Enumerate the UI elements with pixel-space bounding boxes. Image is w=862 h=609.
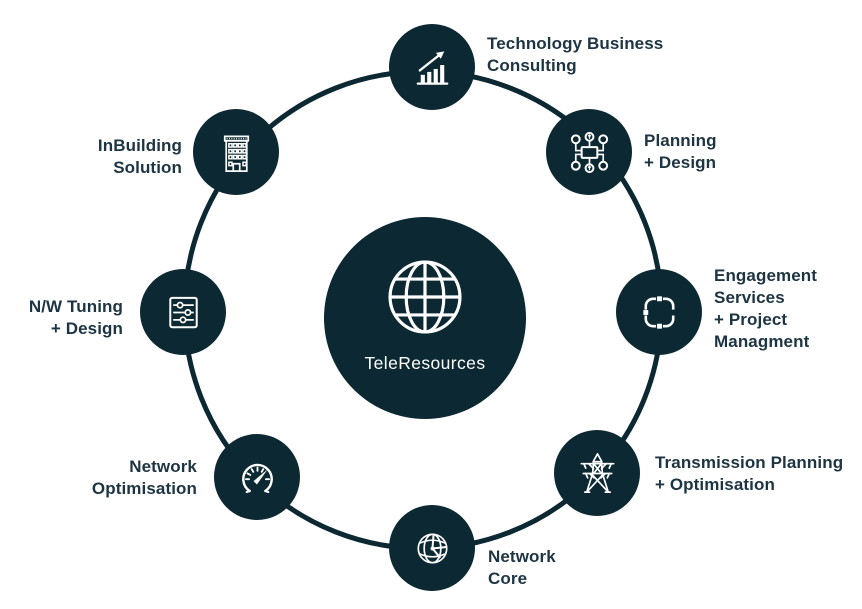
center-hub: TeleResources: [324, 217, 526, 419]
cycle-nodes-icon: [636, 289, 683, 336]
node-transmission-planning: [554, 430, 640, 516]
node-network-optimisation: [214, 434, 300, 520]
center-hub-label: TeleResources: [364, 353, 486, 373]
node-label-transmission-planning: Transmission Planning + Optimisation: [655, 453, 844, 494]
node-label-nw-tuning-design: N/W Tuning + Design: [28, 297, 123, 338]
node-inbuilding-solution: [193, 109, 279, 195]
node-network-core: [389, 505, 475, 591]
node-engagement-services: [616, 269, 702, 355]
node-technology-business-consulting: [389, 24, 475, 110]
gauge-icon: [234, 454, 281, 501]
node-label-network-core: Network Core: [488, 547, 556, 588]
sliders-icon: [160, 289, 207, 336]
node-label-technology-business-consulting: Technology Business Consulting: [487, 34, 664, 75]
bar-chart-growth-icon: [409, 44, 456, 91]
node-planning-design: [546, 109, 632, 195]
globe-icon: [382, 262, 468, 340]
globe-network-icon: [409, 525, 456, 572]
node-label-planning-design: Planning + Design: [644, 131, 717, 172]
node-nw-tuning-design: [140, 269, 226, 355]
building-icon: [213, 129, 260, 176]
workflow-nodes-icon: [566, 129, 613, 176]
transmission-tower-icon: [574, 450, 621, 497]
node-label-network-optimisation: Network Optimisation: [91, 457, 197, 498]
node-label-engagement-services: Engagement Services + Project Managment: [714, 266, 818, 351]
node-label-inbuilding-solution: InBuilding Solution: [97, 136, 182, 177]
